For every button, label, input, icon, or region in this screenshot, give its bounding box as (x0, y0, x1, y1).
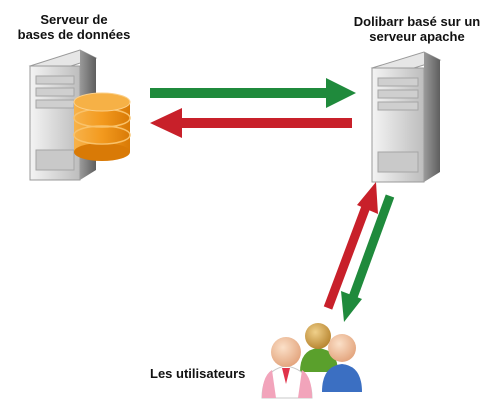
app-server-label: Dolibarr basé sur un serveur apache (338, 14, 496, 44)
database-server-icon (28, 49, 98, 181)
app-server-label-line1: Dolibarr basé sur un (353, 14, 481, 29)
arrow-app-to-db (150, 108, 352, 138)
database-server-label-line2: bases de données (17, 27, 131, 42)
arrow-app-to-users (341, 194, 395, 322)
arrow-db-to-app (150, 78, 356, 108)
users-label: Les utilisateurs (150, 366, 246, 381)
users-icon (261, 323, 362, 399)
arrow-users-to-app (323, 182, 378, 310)
app-server-label-line2: serveur apache (369, 29, 465, 44)
app-server-icon (370, 51, 442, 183)
database-server-label: Serveur de bases de données (14, 12, 134, 42)
database-server-label-line1: Serveur de (40, 12, 108, 27)
database-icon (73, 92, 131, 161)
